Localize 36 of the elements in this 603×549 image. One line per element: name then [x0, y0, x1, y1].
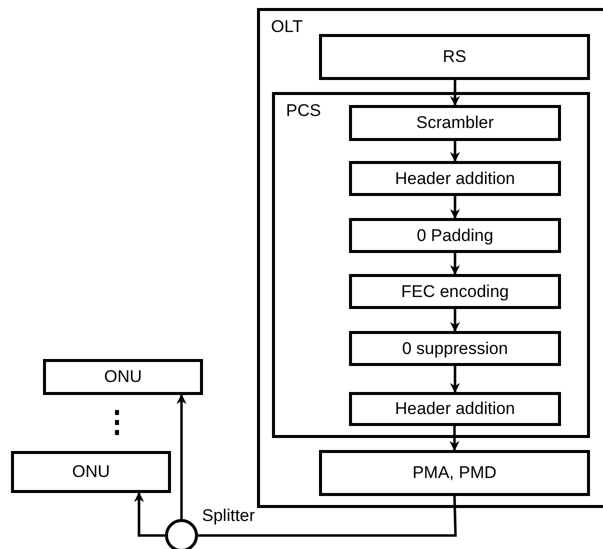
box-label: ONU — [72, 462, 110, 482]
splitter-circle — [165, 519, 198, 549]
box-label: 0 Padding — [416, 226, 494, 246]
process-box — [349, 105, 561, 141]
process-box — [319, 450, 590, 496]
process-box — [43, 359, 203, 395]
process-box — [349, 274, 561, 309]
arrow — [450, 309, 460, 332]
arrow — [450, 426, 460, 451]
arrow — [450, 196, 460, 219]
box-label: PMA, PMD — [412, 463, 497, 483]
group-box — [272, 92, 590, 438]
arrow — [134, 492, 165, 537]
box-label: FEC encoding — [401, 282, 509, 302]
process-box — [349, 331, 561, 366]
box-label: ONU — [104, 367, 142, 387]
group-label: PCS — [286, 101, 321, 121]
group-label: OLT — [271, 17, 303, 37]
box-label: Header addition — [394, 399, 516, 419]
arrow — [176, 394, 186, 519]
beside-label: Splitter — [202, 506, 255, 526]
group-box — [257, 8, 603, 508]
process-box — [349, 392, 561, 426]
process-box — [319, 34, 590, 80]
connector-line — [198, 496, 457, 537]
box-label: RS — [442, 47, 466, 67]
arrow — [450, 80, 460, 106]
box-label: Header addition — [394, 168, 516, 188]
process-box — [349, 161, 561, 196]
process-box — [349, 218, 561, 253]
arrow — [450, 366, 460, 393]
box-label: Scrambler — [416, 113, 494, 133]
arrow — [450, 141, 460, 162]
box-label: 0 suppression — [402, 338, 508, 358]
arrow — [450, 253, 460, 275]
process-box — [11, 451, 171, 493]
